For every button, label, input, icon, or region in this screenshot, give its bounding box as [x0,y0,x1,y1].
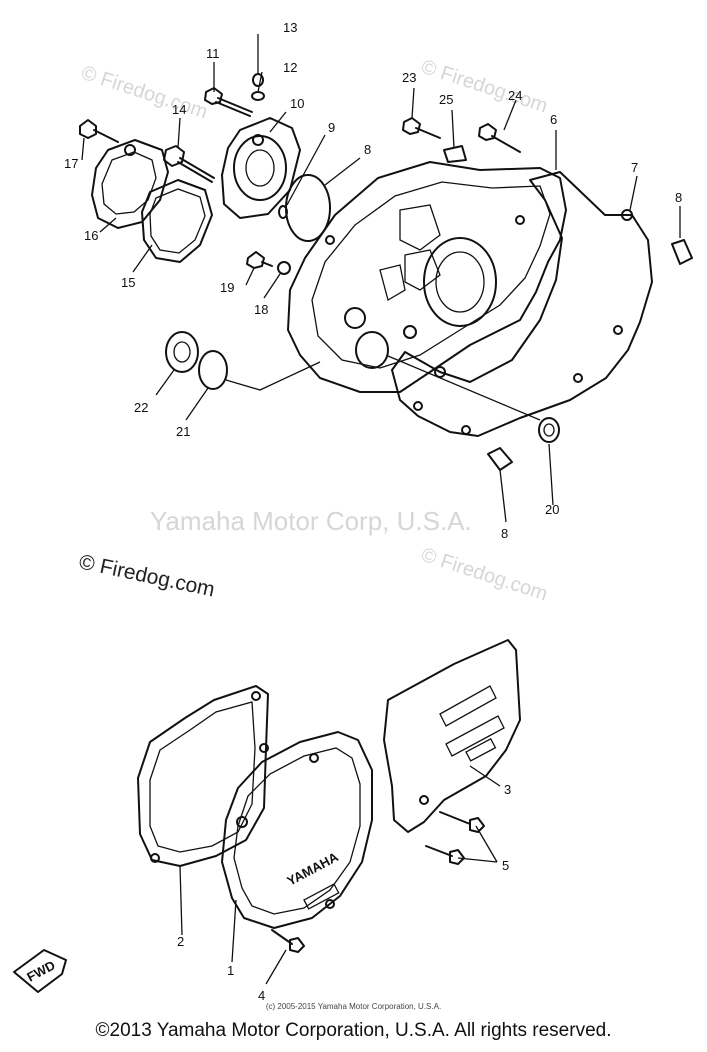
small-copyright: (c) 2005-2015 Yamaha Motor Corporation, … [265,1002,442,1011]
clip-26 [443,145,467,163]
water-pump-cover-17 [91,139,169,229]
leader-lines [81,34,681,523]
callout-17: 16 [84,228,98,243]
yamaha-watermark-center: Yamaha Motor Corp, U.S.A. [150,506,472,536]
callout-4: 4 [258,988,265,1003]
fwd-arrow-icon: FWD [13,949,67,993]
bolt-20 [246,251,273,269]
washer-13 [251,91,265,101]
bolt-5b [425,845,465,865]
callout-22: 21 [176,424,190,439]
callout-26: 25 [439,92,453,107]
callout-15: 14 [172,102,186,117]
callout-7: 7 [631,160,638,175]
callout-labels: 13 11 12 10 14 9 8 17 16 15 23 25 24 6 7… [64,20,682,1003]
callout-11: 10 [290,96,304,111]
callout-19: 18 [254,302,268,317]
bolt-18 [79,119,119,143]
callout-25: 24 [508,88,522,103]
crankcase [287,161,567,393]
callout-2: 2 [177,934,184,949]
callout-3: 3 [504,782,511,797]
case-gasket-7 [391,171,653,437]
leader-lines-lower [179,765,501,985]
bolt-4 [271,929,305,953]
callout-12: 11 [206,46,220,61]
callout-10: 9 [328,120,335,135]
callout-23: 22 [134,400,148,415]
cover-brand-text: YAMAHA [284,849,341,889]
o-ring-9 [285,174,331,242]
callout-9: 8 [364,142,371,157]
cover-gasket-2 [137,685,269,867]
callout-24: 23 [402,70,416,85]
callout-8-top: 8 [675,190,682,205]
callout-20: 19 [220,280,234,295]
generator-cover-1: YAMAHA [221,731,373,929]
bolt-5a [439,811,485,833]
callout-21: 20 [545,502,559,517]
oil-seal-21 [538,417,560,443]
sprocket-cover-3 [383,639,521,833]
callout-1: 1 [227,963,234,978]
fitting-23 [165,331,199,373]
bolt-25 [478,123,521,153]
callout-8-bottom: 8 [501,526,508,541]
firedog-watermark-left: © Firedog.com [77,550,217,601]
callout-16: 15 [121,275,135,290]
bolt-15 [163,145,215,183]
firedog-watermark-mid-right: © Firedog.com [418,544,550,606]
main-copyright: ©2013 Yamaha Motor Corporation, U.S.A. A… [95,1020,612,1041]
bolt-24 [402,117,441,139]
callout-5: 5 [502,858,509,873]
firedog-watermark-top-right: © Firedog.com [418,56,550,118]
impeller-housing-11 [221,117,301,219]
bolt-12 [204,87,253,117]
dowel-pin-8-top [671,239,693,265]
callout-18: 17 [64,156,78,171]
firedog-watermark-top-left: © Firedog.com [78,62,210,124]
callout-13: 12 [283,60,297,75]
o-ring-22 [198,350,228,390]
callout-6: 6 [550,112,557,127]
dowel-pin-8-bottom [487,447,513,471]
callout-14: 13 [283,20,297,35]
pump-gasket-16 [141,179,213,263]
washer-19 [277,261,291,275]
